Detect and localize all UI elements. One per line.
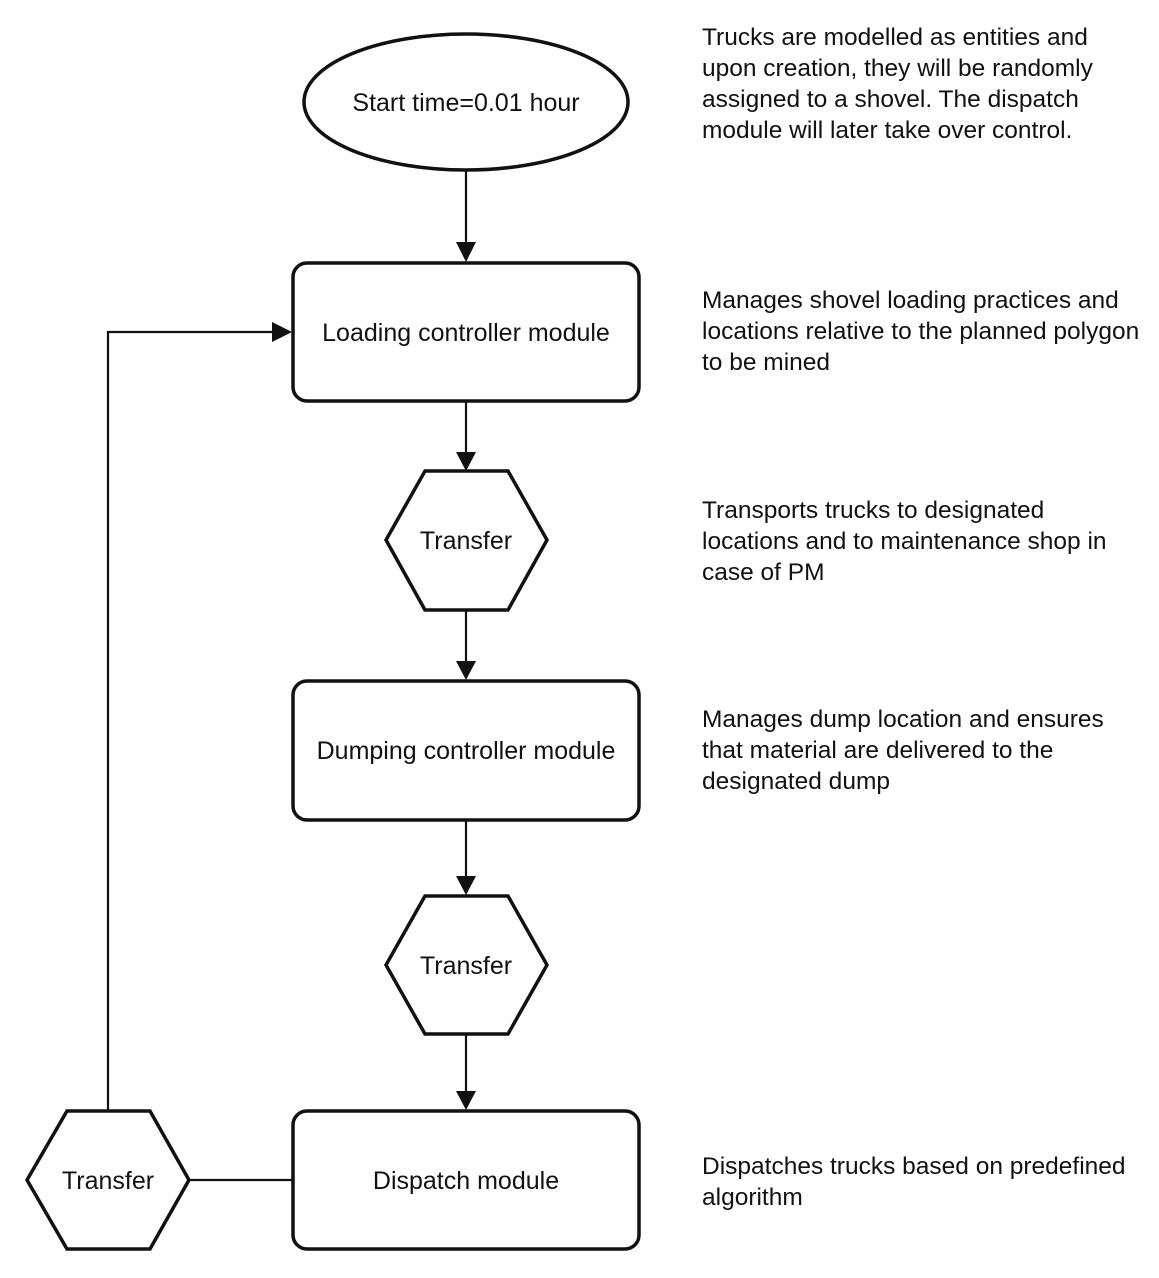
dispatch-label: Dispatch module <box>373 1167 559 1195</box>
transfer-node-2-label: Transfer <box>420 952 512 980</box>
start-node-label: Start time=0.01 hour <box>352 89 579 117</box>
arrowhead-icon <box>456 1091 476 1110</box>
note-transfer: Transports trucks to designated location… <box>702 497 1107 586</box>
nodes: Start time=0.01 hour Loading controller … <box>24 32 641 1251</box>
arrowhead-icon <box>456 452 476 471</box>
arrowhead-icon <box>272 322 292 342</box>
note-start: Trucks are modelled as entities and upon… <box>702 24 1093 144</box>
edge-transfer-3-to-loading <box>106 330 278 1111</box>
transfer-node-1-label: Transfer <box>420 527 512 555</box>
transfer-node-3-label: Transfer <box>62 1167 154 1195</box>
note-loading-controller: Manages shovel loading practices and loc… <box>702 287 1140 376</box>
loading-controller-label: Loading controller module <box>322 319 610 347</box>
edges <box>106 171 476 1182</box>
dumping-controller-node: Dumping controller module <box>291 679 641 822</box>
start-node: Start time=0.01 hour <box>302 32 630 172</box>
loading-controller-node: Loading controller module <box>291 261 641 403</box>
arrowhead-icon <box>456 242 476 262</box>
note-dumping-controller: Manages dump location and ensures that m… <box>702 706 1104 795</box>
dispatch-node: Dispatch module <box>291 1109 641 1251</box>
transfer-node-3: Transfer <box>24 1109 192 1251</box>
arrowhead-icon <box>456 661 476 680</box>
note-dispatch: Dispatches trucks based on predefined al… <box>702 1153 1126 1211</box>
transfer-node-2: Transfer <box>383 894 550 1036</box>
transfer-node-1: Transfer <box>383 469 550 612</box>
arrowhead-icon <box>456 876 476 895</box>
dumping-controller-label: Dumping controller module <box>317 737 616 765</box>
